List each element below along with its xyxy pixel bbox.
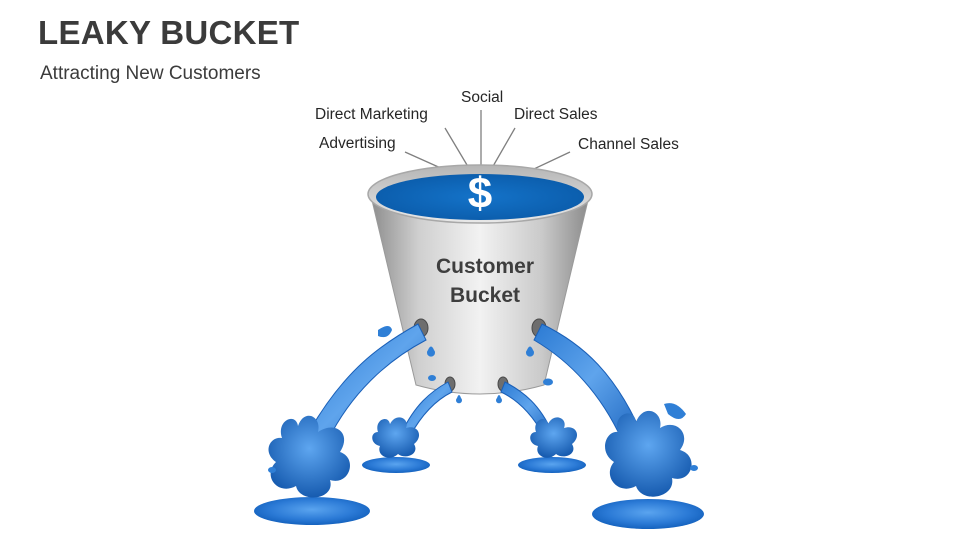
splash-left-small [372, 417, 420, 458]
channel-label-direct-marketing: Direct Marketing [315, 106, 428, 123]
channel-label-channel-sales: Channel Sales [578, 136, 679, 153]
water-surface [376, 174, 584, 220]
pool-left-small [362, 457, 430, 473]
splash-right-small [530, 417, 578, 458]
pool-right-large [592, 499, 704, 529]
bucket-label: Customer Bucket [400, 252, 570, 310]
channel-label-direct-sales: Direct Sales [514, 106, 598, 123]
bucket-label-line2: Bucket [449, 284, 521, 307]
dollar-icon: $ [467, 169, 493, 218]
water-droplets [268, 326, 698, 473]
channel-label-social: Social [461, 89, 504, 106]
splash-left-large [268, 415, 351, 498]
pool-left-large [254, 497, 370, 525]
pool-right-small [518, 457, 586, 473]
bucket-label-line1: Customer [435, 255, 535, 278]
slide-subtitle: Attracting New Customers [40, 63, 261, 84]
slide-title: LEAKY BUCKET [38, 14, 300, 51]
channel-label-advertising: Advertising [319, 135, 396, 152]
splash-right-large [605, 410, 692, 497]
bucket-body [369, 191, 591, 395]
